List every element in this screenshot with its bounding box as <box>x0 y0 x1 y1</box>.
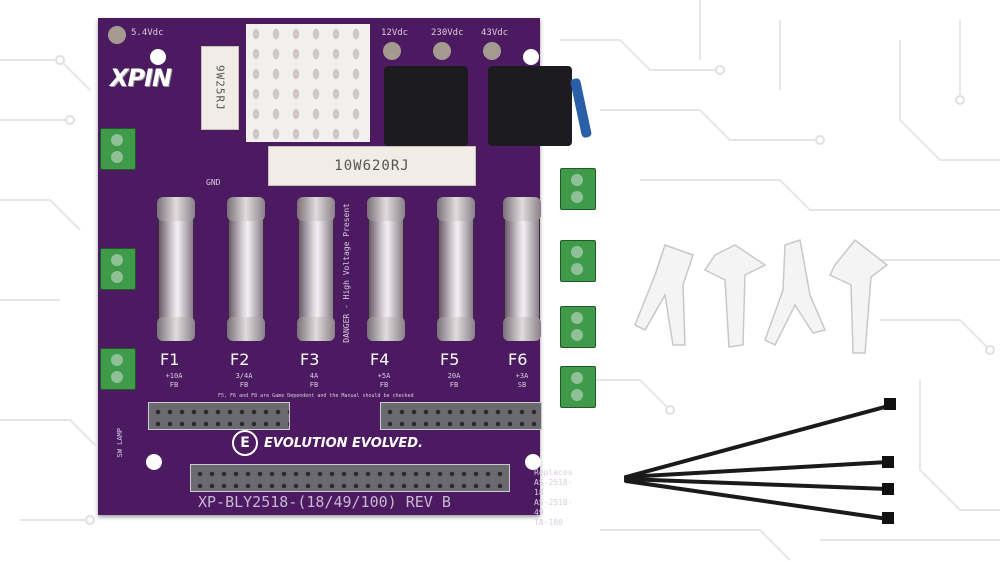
terminal-block <box>560 168 596 210</box>
bridge-rectifier <box>488 66 572 146</box>
terminal-block <box>100 248 136 290</box>
cable-tie <box>624 477 890 491</box>
fuse-label: F1 <box>160 350 180 369</box>
type: FB <box>309 381 319 389</box>
cable-ties <box>624 398 896 524</box>
type: FB <box>239 381 249 389</box>
rating: 20A <box>447 372 461 380</box>
mounting-hole <box>150 49 166 65</box>
voltage-label: 230Vdc <box>431 28 464 38</box>
fuse-f2 <box>227 197 265 341</box>
test-pad <box>483 42 501 60</box>
replaces-item: TA-100 <box>534 518 563 527</box>
relay-fuse-board: 5.4Vdc 12Vdc 230Vdc 43Vdc XPIN 9W25RJ GN… <box>98 18 596 527</box>
cable-tie <box>624 460 890 479</box>
bridge-rectifier <box>384 66 468 146</box>
rating: +3A <box>515 372 529 380</box>
terminal-block <box>560 306 596 348</box>
cable-tie <box>624 403 894 479</box>
mounting-hole <box>525 454 541 470</box>
danger-warning: DANGER - High Voltage Present <box>342 203 351 343</box>
replaces-item: AS-2518-18 <box>534 478 573 497</box>
terminal-block <box>100 348 136 390</box>
fuse-f3 <box>297 197 335 341</box>
mounting-hole <box>146 454 162 470</box>
mounting-hole <box>523 49 539 65</box>
pin-header <box>148 402 290 430</box>
test-pad <box>433 42 451 60</box>
terminal-block <box>560 240 596 282</box>
test-pad <box>383 42 401 60</box>
rating: +5A <box>377 372 391 380</box>
standoff-clip <box>634 244 694 346</box>
rating: +10A <box>165 372 183 380</box>
pin-header <box>380 402 542 430</box>
voltage-label: 5.4Vdc <box>131 28 164 38</box>
replaces-item: AS-2518-49 <box>534 498 573 517</box>
sw-lamp-label: SW LAMP <box>116 428 124 458</box>
rating: 4A <box>309 372 319 380</box>
fuse-label: F2 <box>230 350 250 369</box>
gnd-label: GND <box>206 178 221 187</box>
brand-text: EVOLUTION EVOLVED. <box>264 436 423 451</box>
resistor-small: 9W25RJ <box>201 46 239 130</box>
cable-tie <box>624 479 890 521</box>
test-pad <box>108 26 126 44</box>
type: SB <box>517 381 527 389</box>
fuse-label: F6 <box>508 350 528 369</box>
replaces-title: Replaces <box>534 468 573 477</box>
type: FB <box>449 381 459 389</box>
voltage-label: 12Vdc <box>381 28 409 38</box>
type: FB <box>379 381 389 389</box>
fuse-label: F3 <box>300 350 320 369</box>
fuse-f6 <box>503 197 541 341</box>
pcb-standoff-clips <box>634 238 889 354</box>
part-number: XP-BLY2518-(18/49/100) REV B <box>198 493 451 511</box>
terminal-block <box>560 366 596 408</box>
pin-header-main <box>190 464 510 492</box>
fuse-label: F5 <box>440 350 460 369</box>
fuse-f5 <box>437 197 475 341</box>
standoff-clip <box>703 244 767 348</box>
type: FB <box>169 381 179 389</box>
rating: 3/4A <box>235 372 253 380</box>
standoff-clip <box>828 238 889 354</box>
terminal-block <box>100 128 136 170</box>
resistor-large: 10W620RJ <box>268 146 476 186</box>
fuse-label: F4 <box>370 350 390 369</box>
standoff-clip <box>764 239 827 347</box>
voltage-label: 43Vdc <box>481 28 509 38</box>
game-dependent-note: F5, F6 and F8 are Game Dependent and the… <box>218 393 414 399</box>
fuse-f1 <box>157 197 195 341</box>
evolution-logo-icon: E <box>232 430 258 456</box>
xpin-logo: XPIN <box>110 64 172 92</box>
replaces-block: Replaces AS-2518-18 AS-2518-49 TA-100 <box>534 468 573 528</box>
fuse-f4 <box>367 197 405 341</box>
heatsink <box>246 24 370 142</box>
